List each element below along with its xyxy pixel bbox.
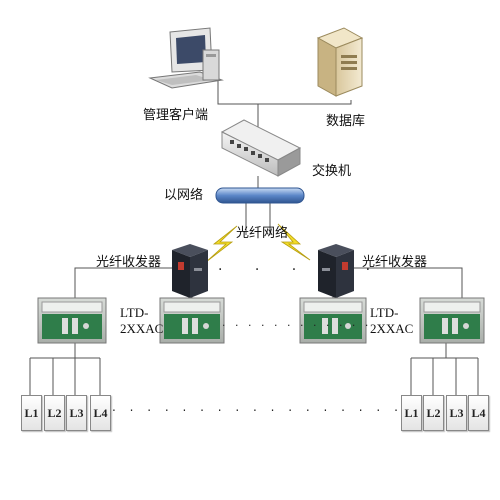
ethernet-label: 以网络 (164, 188, 204, 203)
transceiver-label-right: 光纤收发器 (362, 255, 428, 270)
database-label: 数据库 (326, 114, 366, 129)
load-box: L2 (423, 395, 444, 431)
switch-icon (220, 119, 302, 177)
load-box: L1 (401, 395, 422, 431)
load-box: L3 (66, 395, 87, 431)
ethernet-bus (215, 187, 305, 204)
computer-icon (148, 27, 224, 89)
transceiver-label-left: 光纤收发器 (96, 255, 162, 270)
ltd-model-label-left: LTD- 2XXAC (120, 305, 163, 337)
ltd-model-line2: 2XXAC (370, 321, 414, 336)
fiber-network-label: 光纤网络 (236, 226, 289, 241)
ltd-model-line2: 2XXAC (120, 321, 164, 336)
load-box: L2 (44, 395, 65, 431)
connection-lines (29, 78, 479, 395)
ltd-model-line1: LTD- (120, 305, 149, 320)
ltd-cabinet (159, 297, 225, 344)
ltd-model-line1: LTD- (370, 305, 399, 320)
load-box: L1 (21, 395, 42, 431)
ellipsis-top: · · · · · (218, 262, 385, 278)
ltd-cabinet (419, 297, 485, 344)
ltd-model-label-right: LTD- 2XXAC (370, 305, 413, 337)
ellipsis-bottom: . . . . . . . . . . . . . . . . . . . . … (112, 400, 492, 414)
lightning-icon (277, 223, 311, 261)
fiber-transceiver-left (172, 244, 208, 298)
lightning-icon (205, 225, 238, 263)
load-box: L3 (446, 395, 467, 431)
fiber-transceiver-right (318, 244, 354, 298)
ltd-cabinet (299, 297, 367, 344)
ellipsis-middle: . . . . . . . . . . . . . . (222, 316, 398, 329)
client-label: 管理客户端 (143, 108, 209, 123)
switch-label: 交换机 (312, 164, 352, 179)
ltd-cabinet (37, 297, 107, 344)
load-box: L4 (468, 395, 489, 431)
server-icon (316, 27, 364, 97)
load-box: L4 (90, 395, 111, 431)
